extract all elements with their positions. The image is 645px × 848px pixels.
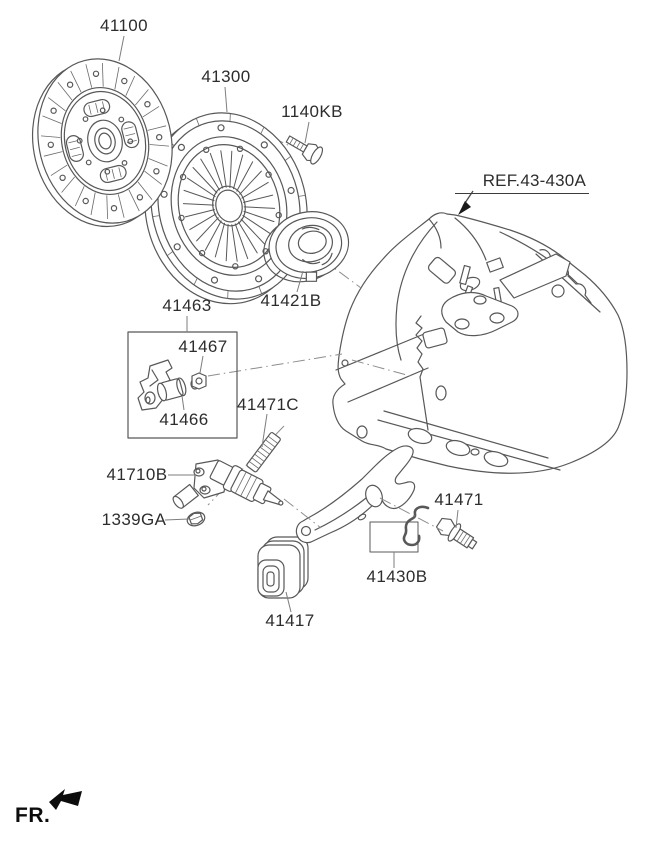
part-label-clutch-cover: 41300 [201,67,251,86]
leader-lines [118,35,459,613]
alignment-lines-front [283,497,444,532]
kit-box-outline [127,331,238,439]
reference-link[interactable]: REF.43-430A [455,171,589,194]
clutch-disc-drawing [31,58,173,228]
release-bearing-drawing [263,211,350,283]
bolt-drawing [285,135,324,165]
kit-box-drawing [127,331,238,439]
front-direction-label: FR. [15,804,51,827]
ref-leader-arrow [458,190,474,215]
part-label-release-cylinder: 41710B [106,465,168,484]
part-label-flange-nut: 1339GA [101,510,167,529]
part-label-nut-small: 41467 [178,337,228,356]
shift-linkage-cluster [422,253,571,349]
part-label-release-bearing: 41421B [260,291,322,310]
clutch-cover-drawing [144,112,308,305]
flange-nut-drawing [186,511,206,527]
part-label-kit-box: 41463 [162,296,212,315]
push-rod-drawing [246,432,281,473]
release-fork-drawing [295,445,430,553]
fork-spring-clip [402,505,430,547]
part-label-bushing: 41466 [159,410,209,429]
boot-drawing [257,536,309,599]
part-label-boot: 41417 [265,611,315,630]
fr-direction-arrow [49,789,82,810]
release-cylinder-drawing [172,459,284,509]
part-label-push-rod: 41471C [237,395,299,414]
part-label-pivot-bolt: 41471 [434,490,484,509]
pivot-bolt-drawing [435,517,478,550]
part-label-clutch-disc: 41100 [99,16,149,35]
part-label-bolt: 1140KB [281,102,343,121]
fork-group-bracket [369,521,419,553]
transmission-housing-drawing [332,212,628,474]
part-label-release-fork: 41430B [366,567,428,586]
